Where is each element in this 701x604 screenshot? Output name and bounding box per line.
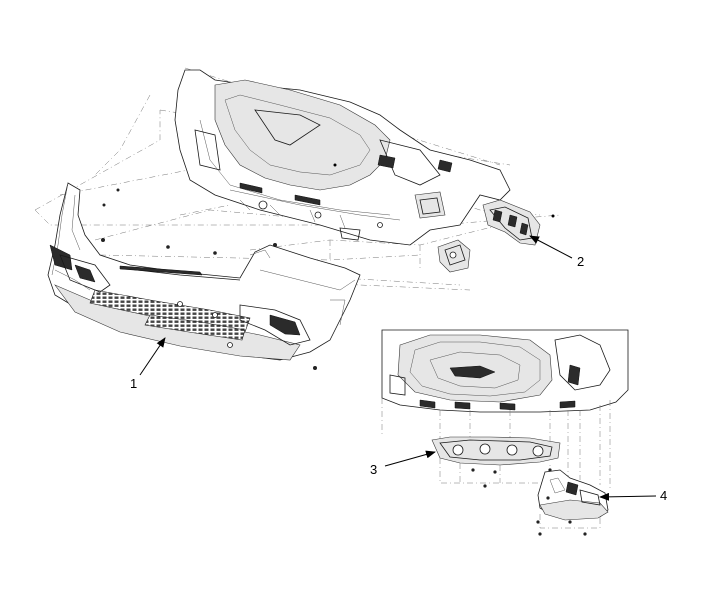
callout-leaders: [139, 235, 657, 501]
side-mount-bracket: [437, 239, 471, 273]
callout-1-leader: [139, 337, 166, 376]
detail-inset: [381, 329, 629, 490]
callout-3-label: 3: [370, 462, 377, 477]
part-3-under-cover: [431, 436, 561, 488]
part-2-bracket: [482, 199, 555, 246]
callout-2-leader: [529, 235, 573, 259]
callout-4-leader: [599, 492, 657, 501]
callout-1-label: 1: [130, 376, 137, 391]
callout-2-label: 2: [577, 254, 584, 269]
callout-4-label: 4: [660, 488, 667, 503]
rear-bumper-cover: [47, 182, 361, 370]
rear-body-panel: [174, 69, 511, 246]
callout-3-leader: [384, 450, 436, 467]
part-4-under-cover: [536, 469, 609, 536]
